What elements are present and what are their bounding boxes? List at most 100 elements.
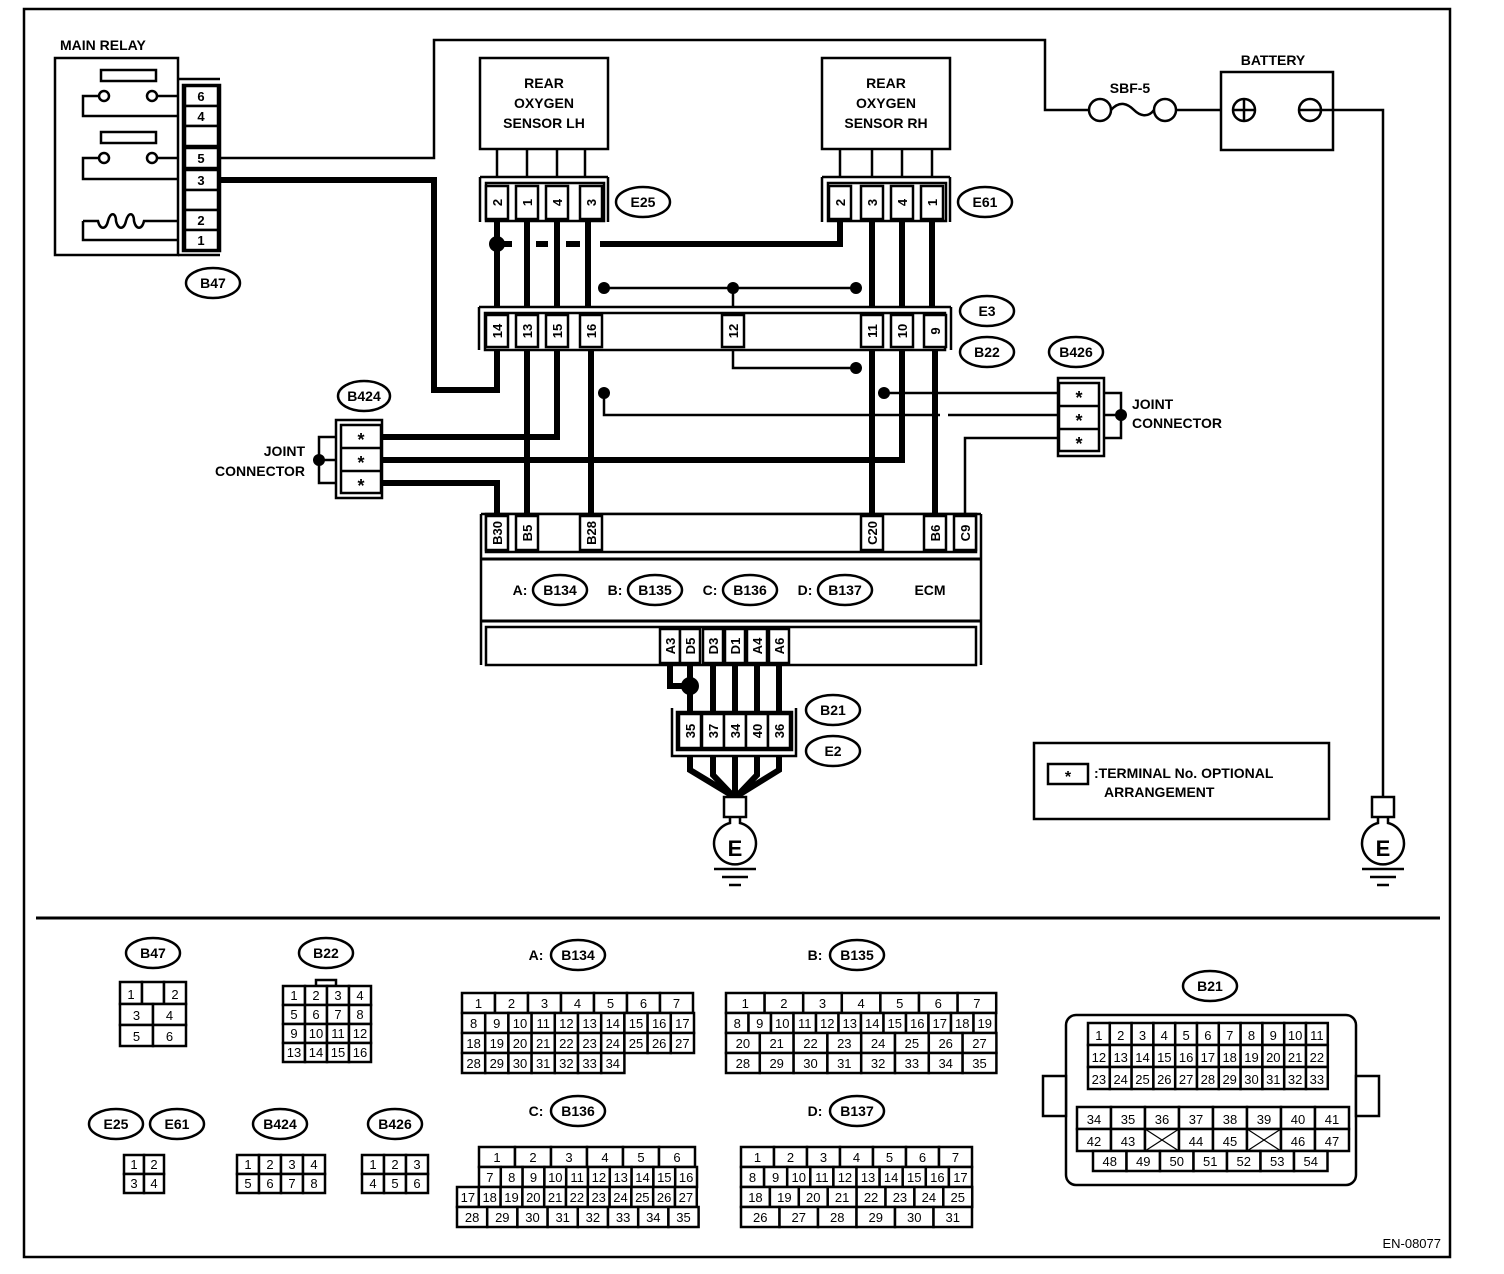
pin-label: 33 [905, 1056, 919, 1071]
pin-label: 15 [657, 1170, 671, 1185]
pin-label: 12 [838, 1170, 852, 1185]
pin-label: 11 [570, 1170, 584, 1185]
ecm-connector-tag [626, 573, 684, 607]
connector-view-tag [251, 1107, 309, 1141]
pin-label: 23 [591, 1190, 605, 1205]
pin-label: 32 [586, 1210, 600, 1225]
connector-view-tag [828, 938, 886, 972]
pin-label: 31 [555, 1210, 569, 1225]
pin-label: 20 [736, 1036, 750, 1051]
b21-latch [1354, 1074, 1381, 1118]
pin-label: 9 [756, 1016, 763, 1031]
o2-lh-label-2: OXYGEN [514, 95, 574, 111]
connector-tag-b424: B424 [347, 388, 381, 404]
pin-label: 3 [197, 173, 204, 188]
pin-label: 25 [905, 1036, 919, 1051]
pin-label: 13 [843, 1016, 857, 1031]
pin-label: 29 [869, 1210, 883, 1225]
ground-wires [667, 665, 782, 712]
connector-view-tag [828, 1094, 886, 1128]
pin-label: 35 [676, 1210, 690, 1225]
connector-tag-e2: E2 [824, 743, 841, 759]
pin-label: 8 [310, 1176, 317, 1191]
b21-cell [766, 712, 792, 750]
pin-label: 40 [1291, 1112, 1305, 1127]
pin-label: 16 [1179, 1050, 1193, 1065]
pin-label: 14 [865, 1016, 879, 1031]
pin-label: 20 [526, 1190, 540, 1205]
pin-label: 35 [1121, 1112, 1135, 1127]
pin-label: 5 [607, 996, 614, 1011]
pin-label: 14 [884, 1170, 898, 1185]
pin-label: 53 [1270, 1154, 1284, 1169]
e61-cell [827, 184, 853, 221]
pin-label: 5 [290, 1007, 297, 1022]
pin-label: 13 [287, 1045, 301, 1060]
pin-label: 24 [1113, 1072, 1127, 1087]
pin-label: 25 [635, 1190, 649, 1205]
pin-label: 34 [938, 1056, 952, 1071]
pin-label: 13 [582, 1016, 596, 1031]
pin-label: 44 [1189, 1134, 1203, 1149]
pin-label: 6 [935, 996, 942, 1011]
pin-label: 21 [1288, 1050, 1302, 1065]
pin-label: B: [608, 582, 623, 598]
e61-terminal: 1 [925, 199, 940, 206]
connector-view-tag [1181, 969, 1239, 1003]
pin-label: 15 [907, 1170, 921, 1185]
pin-label: 7 [334, 1007, 341, 1022]
e25-terminal: 1 [520, 199, 535, 206]
wire-battery-ground [1321, 108, 1385, 797]
pin-label: B21 [1197, 978, 1223, 994]
pin-label: 2 [508, 996, 515, 1011]
b21-terminal: 36 [772, 724, 787, 738]
pin-label: 3 [1139, 1028, 1146, 1043]
pin-label: 28 [736, 1056, 750, 1071]
pin-label: 26 [938, 1036, 952, 1051]
connector-pin-cell [142, 1172, 166, 1195]
pin-label: 7 [486, 1170, 493, 1185]
pin-label: 3 [565, 1150, 572, 1165]
pin-label: 19 [777, 1190, 791, 1205]
connector-view-tag [297, 936, 355, 970]
connector-tag-b47 [184, 266, 242, 300]
pin-label: 8 [749, 1170, 756, 1185]
pin-label: 15 [331, 1045, 345, 1060]
pin-label: 9 [493, 1016, 500, 1031]
pin-label: 9 [530, 1170, 537, 1185]
pin-label: 54 [1304, 1154, 1318, 1169]
pin-label: D: [808, 1103, 823, 1119]
pin-label: 30 [1244, 1072, 1258, 1087]
pin-label: 16 [652, 1016, 666, 1031]
pin-label: * [357, 453, 364, 473]
pin-label: 32 [1288, 1072, 1302, 1087]
connector-pin-cell [669, 1031, 696, 1055]
b21-latch [1041, 1074, 1068, 1118]
pin-label: 1 [290, 988, 297, 1003]
fuse-sbf5: SBF-5 [1087, 80, 1222, 123]
ecm-top-terminal: C20 [865, 521, 880, 545]
pin-label: 23 [582, 1036, 596, 1051]
connector-pin-cell [347, 1041, 373, 1064]
pin-label: 9 [772, 1170, 779, 1185]
harness-wires [380, 350, 1060, 515]
pin-label: 9 [290, 1026, 297, 1041]
pin-label: 27 [679, 1190, 693, 1205]
pin-label: 23 [837, 1036, 851, 1051]
battery-plus-icon [1231, 97, 1257, 123]
pin-label: 11 [331, 1026, 345, 1041]
fuse-label: SBF-5 [1110, 80, 1151, 96]
e25-cell [514, 184, 540, 221]
pin-label: B135 [638, 582, 672, 598]
pin-label: 33 [616, 1210, 630, 1225]
pin-label: * [357, 476, 364, 496]
pin-label: 12 [1092, 1050, 1106, 1065]
pin-label: 16 [679, 1170, 693, 1185]
pin-label: 24 [922, 1190, 936, 1205]
pin-label: A: [529, 947, 544, 963]
e3-terminal: 14 [490, 323, 505, 338]
battery-label: BATTERY [1241, 52, 1306, 68]
pin-label: * [357, 430, 364, 450]
pin-label: 4 [1161, 1028, 1168, 1043]
